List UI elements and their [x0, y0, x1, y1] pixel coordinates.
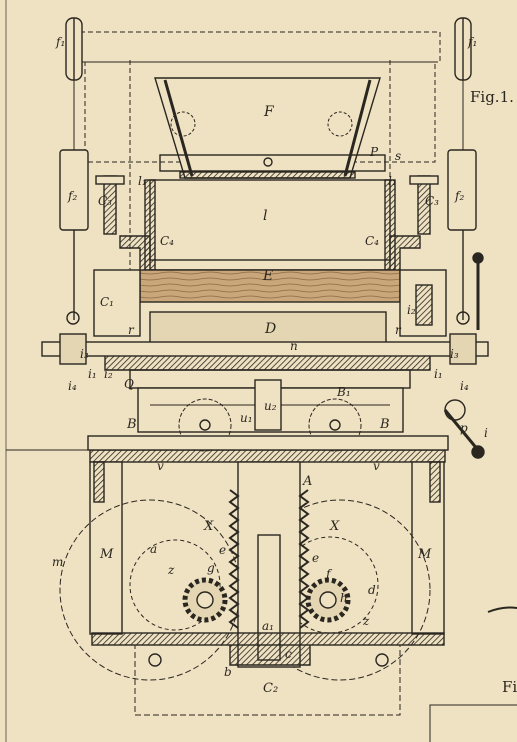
label-C4-left: C₄ — [160, 234, 174, 248]
label-i3-left: i₃ — [80, 347, 89, 361]
label-Q: Q — [124, 377, 134, 391]
mould-box-l — [149, 179, 391, 261]
label-m: m — [52, 555, 63, 569]
counterweight-right — [447, 149, 477, 231]
label-B-left: B — [126, 417, 137, 432]
gear-g — [182, 577, 228, 623]
label-C1: C₁ — [100, 295, 114, 309]
screw-C3-right — [409, 175, 439, 235]
label-M-left: M — [99, 547, 114, 562]
label-a: a — [150, 542, 157, 556]
label-e-left: e — [219, 543, 226, 557]
label-a1: a₁ — [262, 619, 274, 633]
screw-C3-left — [95, 175, 125, 235]
label-r-left: r — [128, 323, 135, 337]
label-e-right: e — [312, 551, 319, 565]
roller-B1 — [308, 398, 362, 452]
label-c: c — [285, 647, 292, 661]
label-n: n — [290, 339, 298, 353]
pulley-left — [65, 17, 83, 150]
label-X-left: X — [203, 519, 214, 534]
column-C1-left — [93, 269, 141, 337]
label-h: h — [340, 591, 348, 605]
label-i3-right: i₃ — [450, 347, 459, 361]
label-g: g — [207, 561, 215, 575]
pulley-right — [454, 17, 472, 150]
label-A: A — [302, 474, 312, 489]
label-C3-right: C₃ — [425, 194, 439, 208]
label-i: i — [484, 426, 488, 440]
label-P: P — [369, 145, 379, 159]
label-i4-right: i₄ — [460, 379, 469, 393]
label-f: f — [325, 567, 333, 581]
label-i4-left: i₄ — [68, 379, 77, 393]
main-shaft — [41, 341, 489, 357]
label-i1-right: i₁ — [434, 367, 443, 381]
label-z-left: z — [167, 563, 175, 577]
label-s: s — [395, 149, 401, 163]
hopper-shutter — [179, 171, 356, 179]
label-D: D — [264, 321, 276, 337]
label-E: E — [262, 268, 273, 284]
cross-beam-v — [89, 449, 446, 463]
label-X-right: X — [329, 519, 340, 534]
label-b: b — [224, 665, 232, 679]
label-r-right: r — [395, 323, 402, 337]
gear-f — [305, 577, 351, 623]
label-i1-left: i₁ — [88, 367, 97, 381]
press-block-E — [139, 269, 401, 303]
label-u1: u₁ — [240, 411, 253, 425]
label-f2-left: f₂ — [67, 189, 77, 203]
label-v-right: v — [373, 459, 380, 473]
label-i2-right: i₂ — [407, 303, 416, 317]
label-C4-right: C₄ — [365, 234, 379, 248]
roller-left — [178, 398, 232, 452]
base-block-C2 — [134, 644, 401, 716]
label-l1-right: l₁ — [388, 174, 397, 188]
label-v-left: v — [157, 459, 164, 473]
label-F: F — [263, 104, 275, 120]
base-beam — [91, 632, 445, 646]
label-C2: C₂ — [263, 681, 278, 696]
label-f1-left: f₁ — [55, 35, 65, 49]
label-M-right: M — [417, 547, 432, 562]
label-B-right: B — [379, 417, 390, 432]
label-l: l — [263, 208, 267, 224]
label-B1: B₁ — [336, 385, 351, 399]
adjacent-figure-fragment — [429, 704, 517, 742]
adjacent-figure-title: Fi — [502, 678, 517, 696]
label-f1-right: f₁ — [467, 35, 477, 49]
label-C3-left: C₃ — [98, 194, 112, 208]
label-p: p — [460, 421, 468, 435]
figure-title: Fig.1. — [470, 88, 514, 106]
label-l1-left: l₁ — [138, 174, 147, 188]
label-f2-right: f₂ — [454, 189, 464, 203]
label-i2-left: i₂ — [104, 367, 113, 381]
hand-lever-p — [443, 409, 480, 451]
label-d: d — [368, 583, 376, 597]
label-z-right: z — [362, 614, 370, 628]
label-u2: u₂ — [264, 399, 277, 413]
